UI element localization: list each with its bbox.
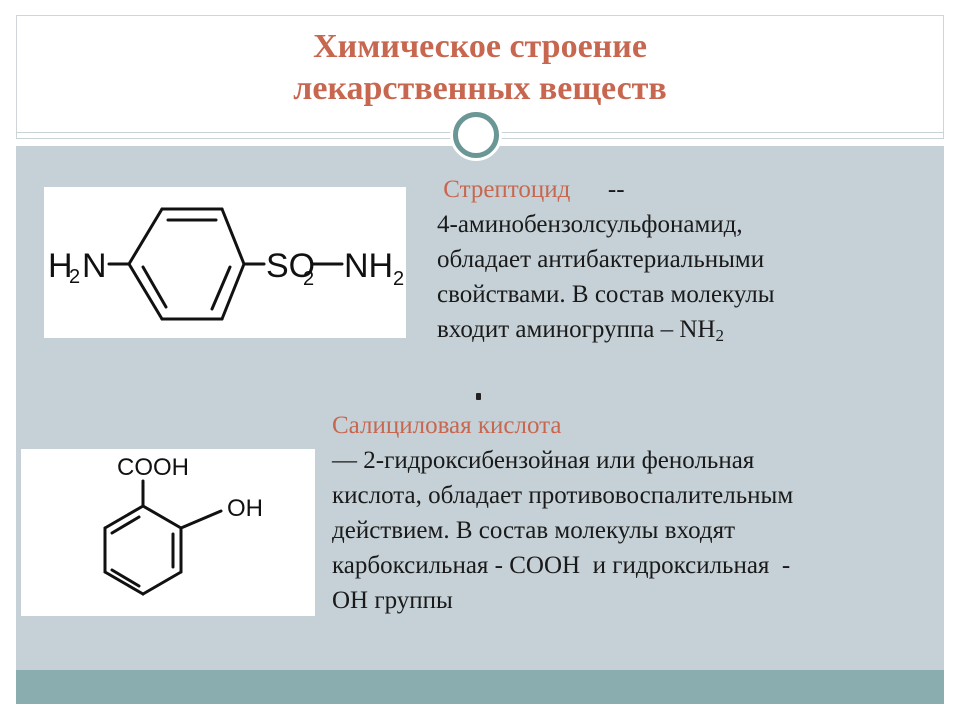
carboxyl-label: COOH (117, 454, 189, 481)
salicylic-structure: COOH OH (21, 449, 315, 616)
amine-right-sub: 2 (393, 268, 404, 290)
ring-bond (141, 570, 183, 596)
salicylic-line-4: карбоксильная - СООН и гидроксильная - (332, 552, 791, 579)
salicylic-line-3: действием. В состав молекулы входят (332, 517, 735, 544)
ring-bond (103, 570, 145, 596)
streptocid-structure: H 2 N SO 2 NH 2 (44, 187, 406, 338)
amine-right-label: NH (344, 247, 393, 285)
ring-bond (127, 262, 164, 321)
streptocid-line-4-sub: 2 (715, 326, 724, 345)
amine-left-sub: 2 (69, 266, 80, 288)
small-marker-icon (476, 393, 481, 400)
salicylic-line-5: ОН группы (332, 587, 453, 614)
ring-bond (220, 207, 246, 266)
sulfonyl-sub: 2 (303, 268, 314, 290)
double-bond (110, 568, 141, 588)
decorative-ring-icon (453, 112, 499, 158)
streptocid-line-4-text: входит аминогруппа – NH (437, 316, 716, 343)
ring-bond (103, 504, 145, 530)
hydroxyl-label: OH (227, 495, 263, 522)
streptocid-line-1: 4-аминобензолсульфонамид, (437, 211, 743, 238)
streptocid-dash: -- (607, 176, 625, 203)
title-line-1: Химическое строение (313, 28, 647, 65)
double-bond (210, 265, 232, 311)
double-bond (141, 265, 168, 309)
bond-hydroxyl (179, 509, 223, 530)
streptocid-line-3: свойствами. В состав молекулы (437, 281, 775, 308)
double-bond (110, 515, 141, 535)
salicylic-name: Салициловая кислота (332, 412, 562, 439)
amine-left-h: H (48, 247, 73, 285)
salicylic-description: Салициловая кислота — 2-гидроксибензойна… (332, 408, 942, 618)
streptocid-name: Стрептоцид (443, 176, 571, 203)
streptocid-structure-svg: H 2 N SO 2 NH 2 (48, 207, 404, 321)
salicylic-line-1: — 2-гидроксибензойная или фенольная (332, 447, 755, 474)
streptocid-description: Стрептоцид -- 4-аминобензолсульфонамид, … (437, 172, 917, 347)
amine-left-n: N (82, 247, 107, 285)
ring-bond (127, 207, 164, 266)
title-line-2: лекарственных веществ (293, 70, 667, 107)
streptocid-line-4: входит аминогруппа – NH2 (437, 312, 917, 347)
streptocid-line-2: обладает антибактериальными (437, 246, 765, 273)
sulfonyl-label: SO (266, 247, 315, 285)
slide-title: Химическое строение лекарственных вещест… (0, 26, 960, 110)
bottom-band (16, 670, 944, 704)
ring-bond (141, 504, 183, 530)
salicylic-line-2: кислота, обладает противовоспалительным (332, 482, 794, 509)
ring-bond (220, 262, 246, 321)
streptocid-heading-line: Стрептоцид -- (437, 172, 917, 207)
salicylic-structure-svg: COOH OH (103, 454, 263, 596)
